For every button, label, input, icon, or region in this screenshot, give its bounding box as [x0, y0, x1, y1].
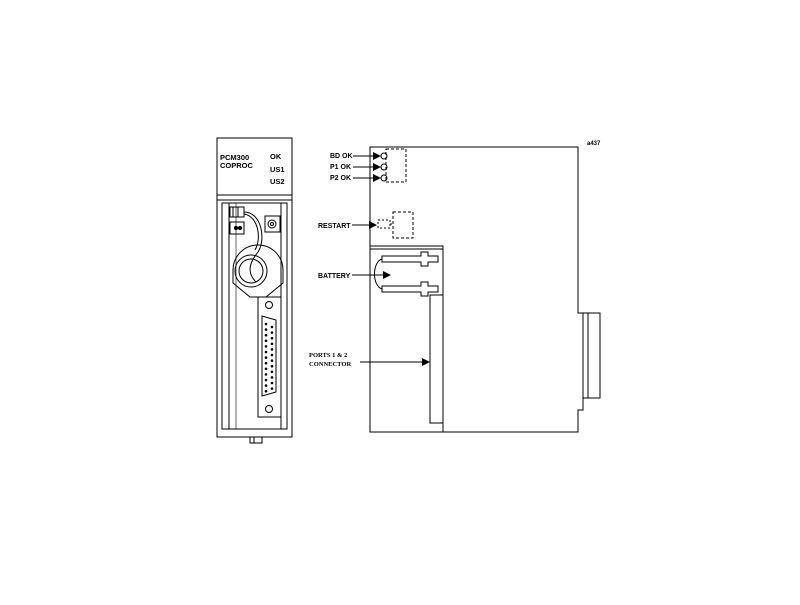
dsub-pin: [270, 387, 274, 390]
dsub-pin: [270, 325, 274, 329]
callout-ports-line1: PORTS 1 & 2: [309, 352, 347, 359]
dsub-pin: [270, 381, 274, 385]
screw-icon: [267, 219, 277, 229]
dsub-pin: [270, 364, 274, 368]
callout-p2-ok: P2 OK: [330, 175, 351, 182]
dsub-pins: [264, 322, 274, 393]
dsub-pin: [264, 333, 268, 337]
battery-compartment: [369, 245, 444, 433]
battery-wire: [243, 211, 263, 283]
ports-connector-side: [429, 294, 444, 424]
dsub-pin: [270, 348, 274, 351]
side-view: [369, 146, 601, 433]
connector-screw-bottom-icon: [265, 405, 273, 413]
dsub-pin: [270, 331, 274, 334]
callout-restart: RESTART: [318, 223, 351, 230]
dsub-pin: [270, 370, 274, 374]
dsub-pin: [264, 361, 268, 365]
ports-connector-housing: [257, 296, 282, 418]
callout-bd-ok: BD OK: [330, 153, 353, 160]
led-p2-ok-icon: [380, 174, 388, 182]
front-view: [216, 137, 293, 444]
restart-switch-body: [392, 211, 414, 239]
restart-button: [377, 219, 391, 229]
callout-battery: BATTERY: [318, 273, 351, 280]
dsub-pin: [264, 373, 268, 376]
front-door-frame: [221, 202, 288, 430]
dsub-pin: [270, 342, 274, 346]
battery-side-wire: [374, 258, 383, 290]
battery-cell-inner: [238, 258, 264, 284]
led-label-us2: US2: [270, 177, 285, 186]
battery-wire-2: [243, 213, 259, 251]
dsub-pin: [270, 336, 274, 340]
battery-plug-pin: [233, 225, 239, 231]
module-model-label: PCM300: [220, 153, 249, 162]
callout-ports-line2: CONNECTOR: [309, 361, 351, 368]
rear-connector: [583, 312, 601, 399]
dsub-pin: [264, 322, 268, 326]
led-bd-ok-icon: [380, 152, 388, 160]
restart-switch: [229, 206, 245, 218]
dsub-pin: [264, 367, 268, 371]
dsub-pin: [264, 328, 268, 331]
battery-plug-pin-2: [237, 225, 243, 231]
front-bottom-latch: [249, 437, 263, 444]
led-label-ok: OK: [270, 152, 282, 161]
dsub-pin: [264, 345, 268, 348]
dsub-pin: [270, 376, 274, 379]
battery-holder: [232, 244, 284, 298]
dsub-pin: [264, 356, 268, 359]
dsub-pin: [264, 389, 268, 393]
battery-clip-top: [381, 251, 439, 267]
led-p1-ok-icon: [380, 163, 388, 171]
screw-center: [270, 222, 274, 226]
battery-clip-bottom: [381, 281, 439, 297]
figure-id: a437: [587, 141, 601, 147]
led-housing: [385, 148, 407, 183]
screw-housing: [264, 215, 281, 233]
battery-plug: [229, 221, 245, 235]
dsub-pin: [264, 350, 268, 354]
callout-arrows: [352, 152, 430, 366]
module-type-label: COPROC: [220, 161, 254, 170]
dsub-pin: [270, 359, 274, 362]
dsub-pin: [264, 339, 268, 343]
led-label-us1: US1: [270, 165, 285, 174]
dsub-shell: [261, 315, 277, 397]
dsub-pin: [264, 384, 268, 387]
connector-screw-top-icon: [265, 301, 273, 309]
battery-cell: [234, 254, 268, 288]
callout-p1-ok: P1 OK: [330, 164, 351, 171]
side-body-outline: [369, 146, 584, 433]
dsub-pin: [264, 378, 268, 382]
dsub-pin: [270, 353, 274, 357]
